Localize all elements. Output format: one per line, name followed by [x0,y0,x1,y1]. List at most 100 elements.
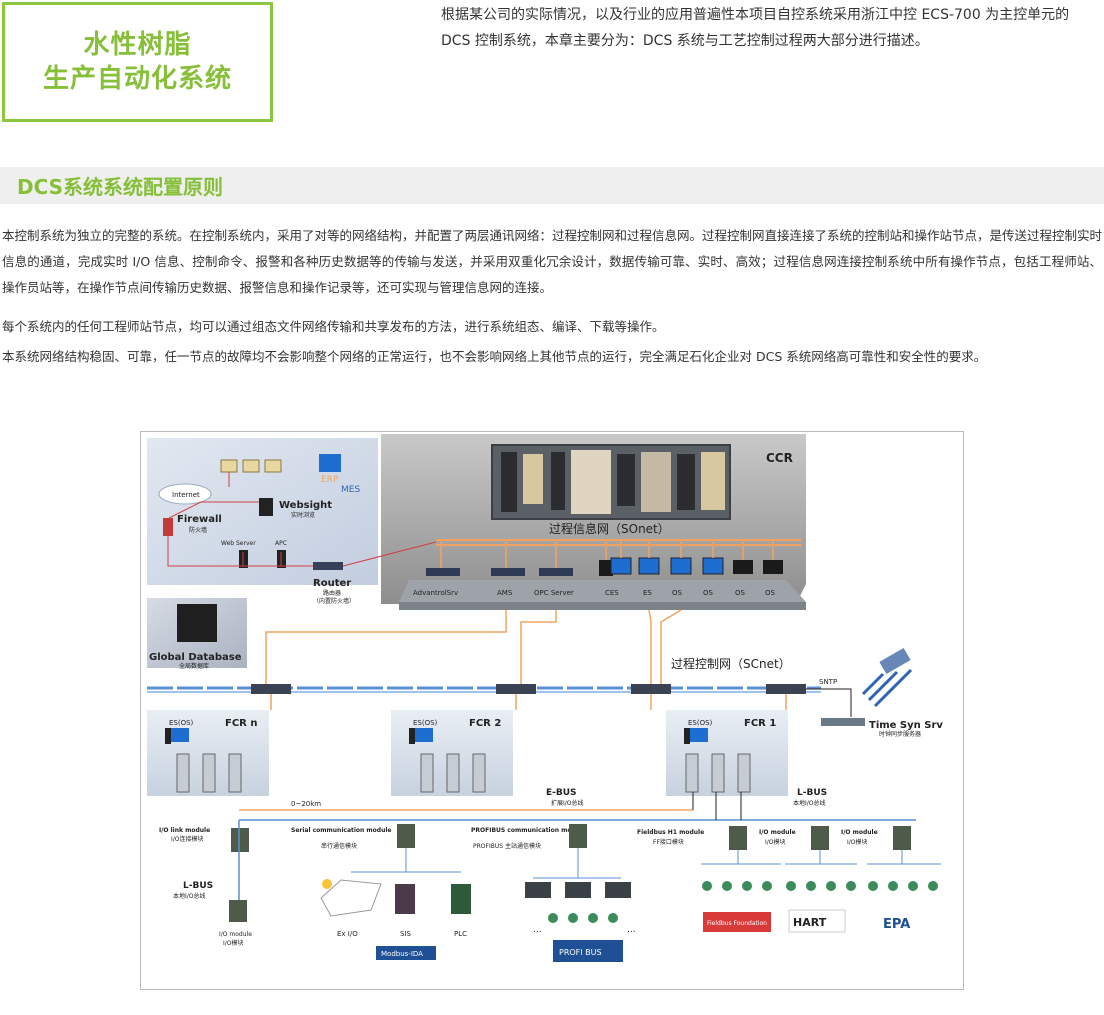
global-db-cn-label: 全局数据库 [179,662,209,670]
sntp-link [806,688,852,717]
websight-label: Websight [279,500,332,511]
local-io-module [229,900,247,922]
module-label-1-cn: 串行通信模块 [321,842,357,850]
station-label-1: AMS [497,589,513,597]
module-label-2-cn: PROFIBUS 主站通信模块 [473,842,541,850]
switch-3 [631,684,671,694]
profibus-rack-3 [605,882,631,898]
io-module-2 [893,826,911,850]
io-module-label: I/O module [219,931,252,938]
station-server-1 [426,568,460,576]
station-label-7: OS [735,589,746,597]
station-os-5 [763,560,783,574]
global-db-icon [177,604,217,642]
station-row [426,557,783,576]
profibus-rack-2 [565,882,591,898]
fcr-n: FCR n ES(OS) [147,710,269,796]
client-pcs [220,459,282,473]
switch-2 [496,684,536,694]
station-label-3: CES [605,589,619,597]
lbus2-label: L-BUS [183,881,213,891]
router-label: Router [313,578,351,589]
module-devices [231,824,911,852]
internet-cloud [158,483,212,505]
ff-module [729,826,747,850]
module-label-4: I/O module [759,829,796,836]
profibus-rack-1 [525,882,551,898]
scnet-switches [251,684,806,694]
station-label-5: OS [672,589,683,597]
dcs-network-diagram: CCR 过程信息网（SOnet） AdvantrolSrv AMS OPC Se… [140,431,964,990]
io-link-module [231,828,249,852]
module-label-3: Fieldbus H1 module [637,829,704,836]
fcr-n-es-label: ES(OS) [169,719,194,727]
module-label-2: PROFIBUS communication module [471,827,586,834]
station-server-2 [491,568,525,576]
router-cn-label: 路由器 [323,589,341,597]
fieldbus-lines [701,850,941,865]
hart-logo-label: HART [793,916,827,929]
management-links [167,472,437,567]
io-module-cn-label: I/O模块 [223,939,244,947]
title-line-2: 生产自动化系统 [42,64,232,94]
profibus-instruments [548,913,618,923]
time-server-label: Time Syn Srv [869,720,943,731]
ebus-label: E-BUS [546,788,577,798]
sonet-label: 过程信息网（SOnet） [549,521,670,536]
ff-logo-label: Fieldbus Foundation [707,920,767,927]
sonet-scnet-links [265,609,682,684]
station-label-8: OS [765,589,776,597]
fcr-1: FCR 1 ES(OS) [666,710,788,796]
module-labels: I/O link module I/O连接模块 Serial communica… [159,827,878,850]
paragraph-2: 每个系统内的任何工程师站节点，均可以通过组态文件网络传输和共享发布的方法，进行系… [2,319,665,334]
profibus-logo [553,940,623,962]
station-label-0: AdvantrolSrv [413,589,458,597]
scnet-label: 过程控制网（SCnet） [671,656,791,671]
profibus-module [569,824,587,848]
lbus-label: L-BUS [797,788,827,798]
station-label-4: ES [643,589,652,597]
ccr-label: CCR [766,451,793,465]
intro-text: 根据某公司的实际情况，以及行业的应用普遍性本项目自控系统采用浙江中控 ECS-7… [441,7,1070,49]
module-label-0: I/O link module [159,827,210,834]
fcr-1-es-label: ES(OS) [688,719,713,727]
epa-logo-label: EPA [883,917,910,932]
ex-io-device [320,879,382,917]
module-label-3-cn: FF接口模块 [653,838,684,846]
fcr-2-es-label: ES(OS) [413,719,438,727]
section-heading-bar: DCS系统系统配置原则 [0,167,1104,204]
module-label-0-cn: I/O连接模块 [171,835,204,843]
firewall-icon [163,518,173,536]
plc-device [451,884,471,914]
global-db-label: Global Database [149,652,242,663]
satellite-icon [879,647,911,675]
station-ces [599,560,613,576]
paragraph-3: 本系统网络结构稳固、可靠，任一节点的故障均不会影响整个网络的正常运行，也不会影响… [2,349,987,364]
section-heading: DCS系统系统配置原则 [17,175,224,199]
internet-label: Internet [172,491,200,499]
ie-icon [319,454,341,472]
module-label-5-cn: I/O模块 [847,838,868,846]
diagram-svg: CCR 过程信息网（SOnet） AdvantrolSrv AMS OPC Se… [147,434,943,962]
router-icon [313,562,343,570]
control-panel [491,444,731,520]
ex-icon [322,879,332,889]
station-os-2 [670,557,692,575]
apc-label: APC [275,540,287,547]
fcr-2-label: FCR 2 [469,718,501,729]
fcr-1-label: FCR 1 [744,718,776,729]
web-server-label: Web Server [221,540,256,547]
station-label-6: OS [703,589,714,597]
signal-waves-icon [861,668,913,708]
lbus2-cn-label: 本地I/O总线 [173,892,206,900]
io-module-1 [811,826,829,850]
title-line-1: 水性树脂 [83,30,192,60]
fcr-n-label: FCR n [225,718,257,729]
firewall-label: Firewall [177,514,222,525]
modbus-label: Modbus-IDA [381,950,423,958]
mes-label: MES [341,485,360,495]
field-instruments [702,881,938,891]
time-server-icon [821,718,865,726]
websight-server-icon [259,498,273,516]
sntp-label: SNTP [819,678,837,686]
